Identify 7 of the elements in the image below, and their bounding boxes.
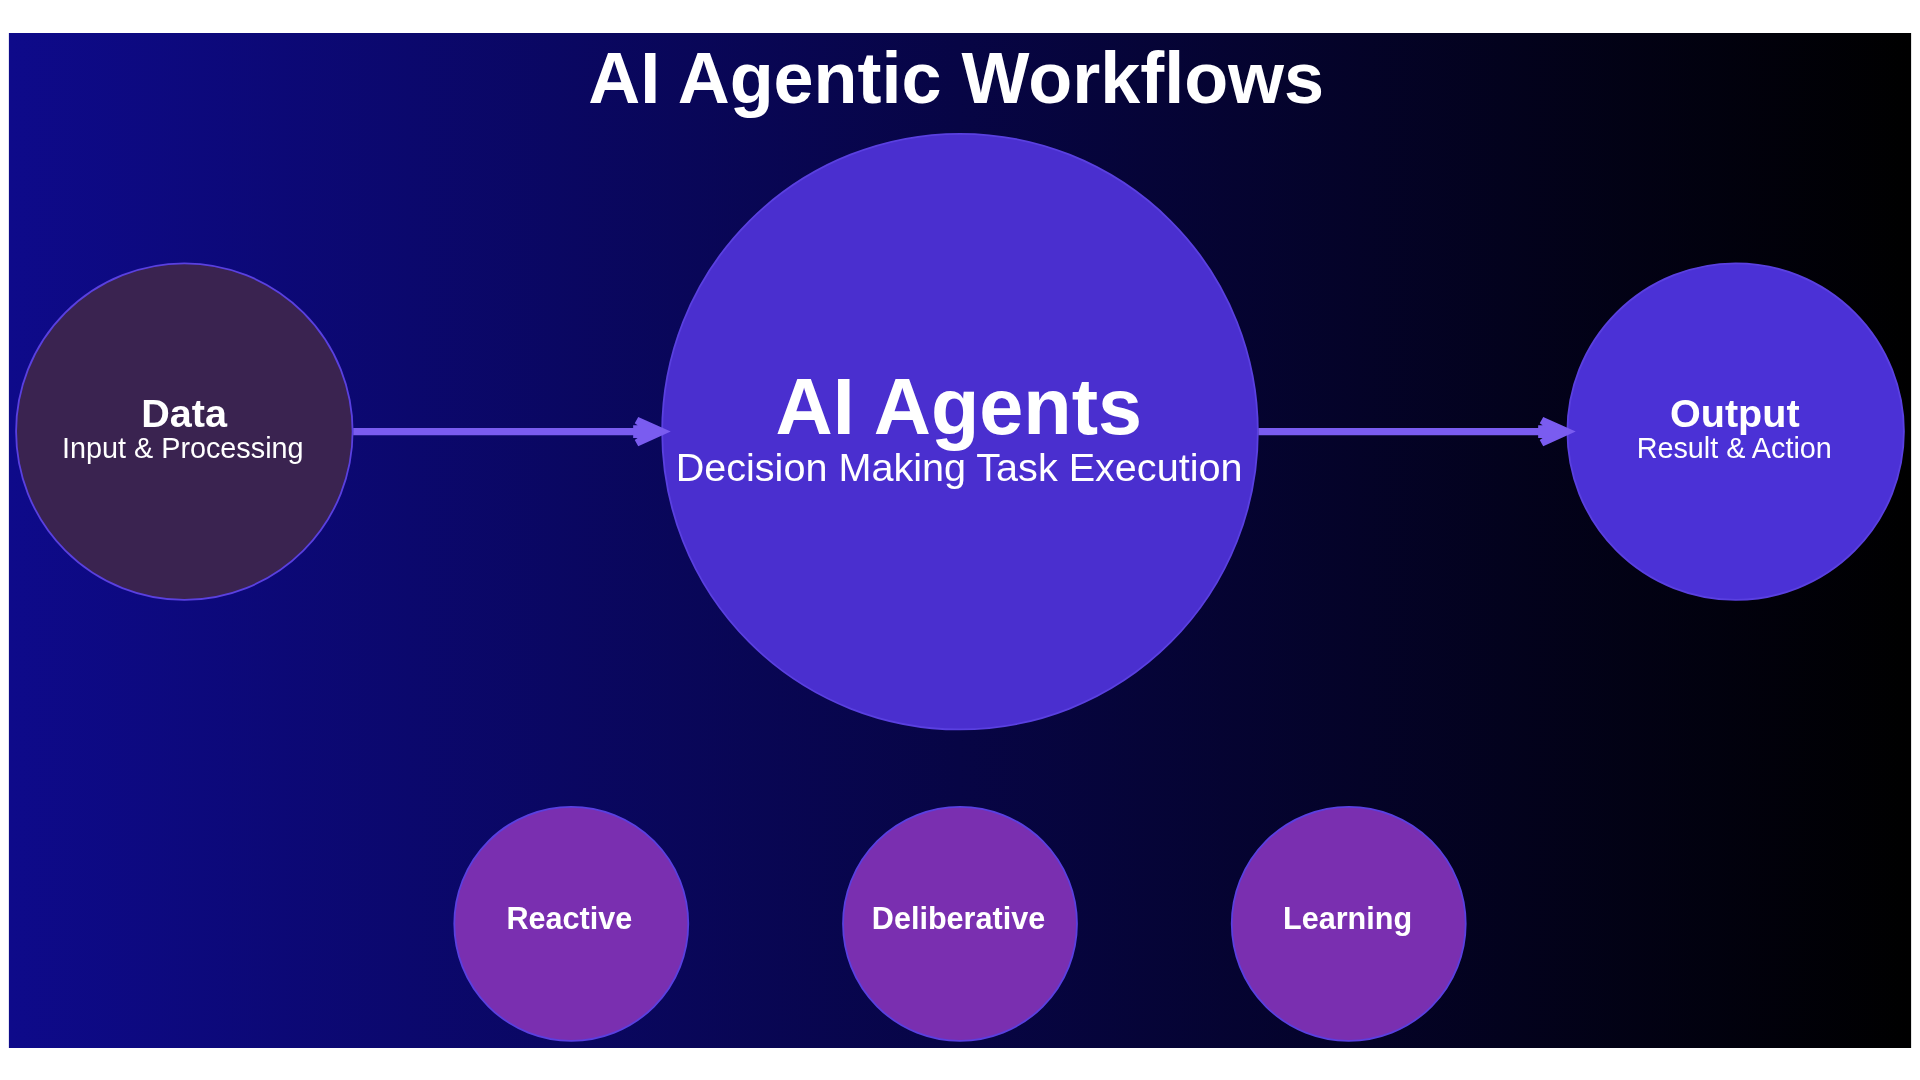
node-circle: Data Input & Processing: [15, 261, 354, 601]
node-circle: Reactive: [453, 805, 690, 1042]
node-circle: Deliberative: [842, 805, 1078, 1042]
node-circle: Learning: [1230, 805, 1467, 1042]
diagram-title: AI Agentic Workflows: [588, 37, 1325, 118]
node-circle: AI Agents Decision Making Task Execution: [661, 132, 1259, 730]
node-circle: Output Result & Action: [1566, 261, 1905, 601]
